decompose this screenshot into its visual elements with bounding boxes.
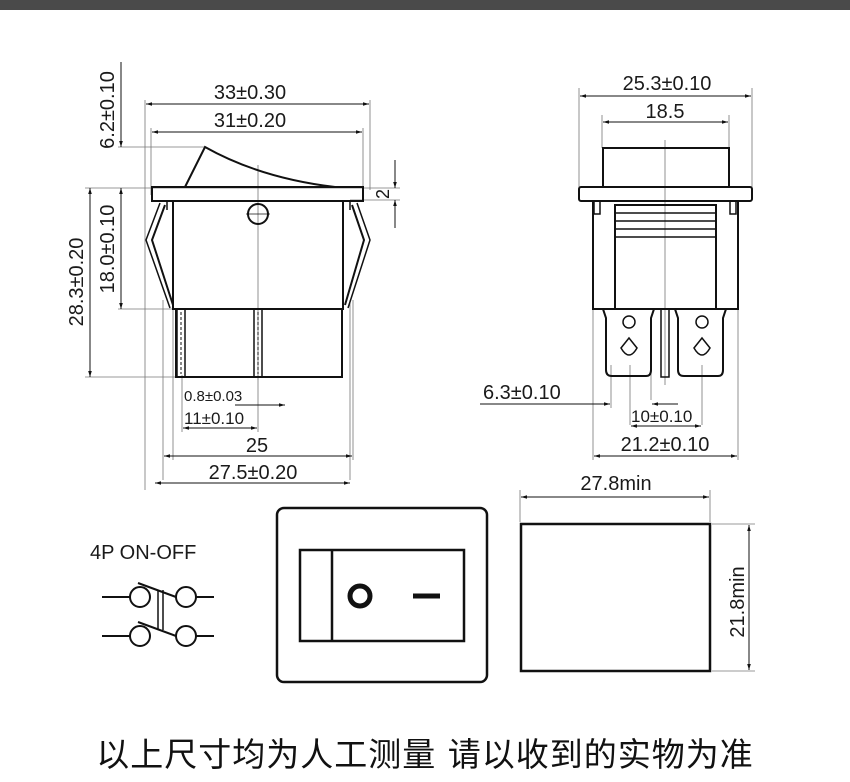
side-view — [85, 62, 400, 490]
dim-rocker-height: 6.2±0.10 — [97, 71, 119, 149]
panel-cutout-dimensions: 27.8min 21.8min — [580, 473, 749, 638]
front-view-dimensions: 25.3±0.10 18.5 6.3±0.10 10±0.10 21.2±0.1… — [483, 73, 711, 456]
measurement-disclaimer: 以上尺寸均为人工测量 请以收到的实物为准 — [96, 735, 754, 774]
dim-front-terminal-pitch: 10±0.10 — [631, 407, 692, 426]
dim-cutout-height: 21.8min — [727, 566, 749, 637]
dim-cutout-width: 27.8min — [580, 473, 651, 495]
dim-front-width: 25.3±0.10 — [623, 73, 712, 95]
dim-total-height: 28.3±0.20 — [66, 238, 88, 327]
dim-terminal-thickness: 0.8±0.03 — [184, 388, 242, 405]
switch-face-view — [275, 506, 489, 684]
side-view-dimensions: 33±0.30 31±0.20 6.2±0.10 18.0±0.10 28.3±… — [66, 71, 393, 484]
schematic-symbol: 4P ON-OFF — [90, 542, 214, 647]
panel-cutout — [519, 490, 755, 673]
dim-body-height: 18.0±0.10 — [97, 205, 119, 294]
technical-drawing: 33±0.30 31±0.20 6.2±0.10 18.0±0.10 28.3±… — [66, 62, 755, 684]
dim-terminal-pitch: 11±0.10 — [184, 409, 244, 428]
on-symbol-icon — [347, 583, 373, 609]
dim-terminal-width: 6.3±0.10 — [483, 382, 561, 404]
dim-rocker-width: 18.5 — [646, 101, 685, 123]
dim-terminal-span: 21.2±0.10 — [621, 434, 710, 456]
dim-width-overall: 33±0.30 — [214, 82, 286, 104]
dim-flange-thickness: 2 — [373, 189, 393, 199]
dim-body-width: 25 — [246, 435, 268, 457]
dim-clip-width: 27.5±0.20 — [209, 462, 298, 484]
schematic-label: 4P ON-OFF — [90, 542, 196, 564]
top-bar — [0, 0, 850, 10]
dim-width-frame: 31±0.20 — [214, 110, 286, 132]
front-view — [480, 88, 753, 460]
